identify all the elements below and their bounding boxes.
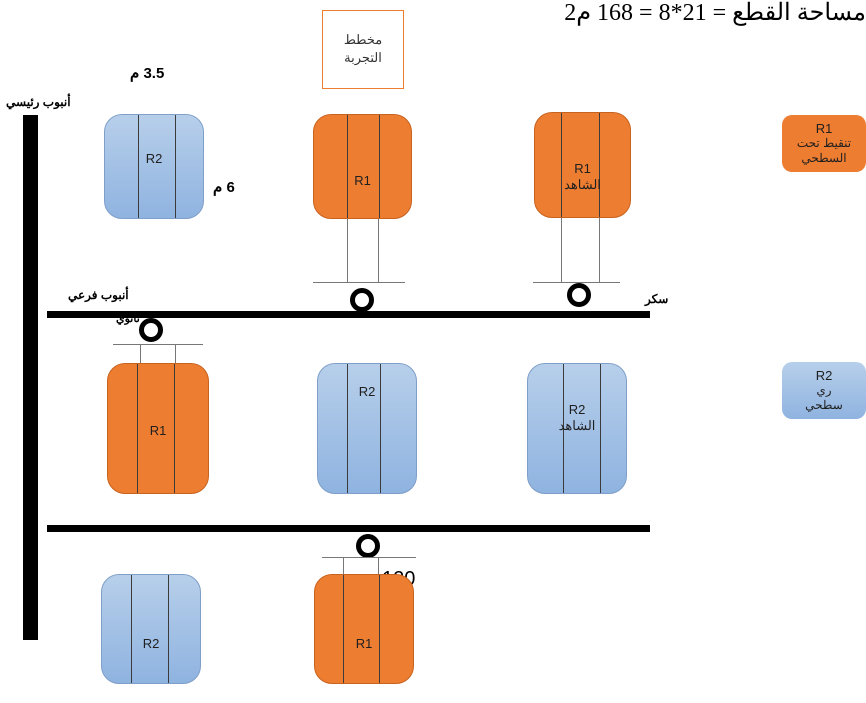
plot-divider: [561, 113, 562, 217]
plot-label: R2: [358, 384, 376, 399]
plot-r2-top-left: R2: [104, 114, 204, 219]
valve-icon: [139, 318, 163, 342]
plot-divider: [131, 575, 132, 683]
plot-divider: [379, 575, 380, 683]
plot-divider: [599, 113, 600, 217]
valve-icon: [567, 283, 591, 307]
valve-icon: [350, 288, 374, 312]
legend-r1: R1 تنقيط تحت السطحي: [782, 115, 866, 172]
legend-code: R1: [815, 121, 833, 136]
plot-divider: [343, 575, 344, 683]
plot-r1-control: R1 الشاهد: [534, 112, 631, 218]
plot-label: R1: [574, 161, 591, 176]
main-pipe-label: أنبوب رئيسي: [6, 95, 71, 109]
plot-divider: [175, 115, 176, 218]
plot-divider: [347, 115, 348, 218]
legend-code: R2: [815, 368, 833, 383]
area-formula: مساحة القطع = 21*8 = 168 م2: [564, 0, 866, 26]
plot-label: R1: [149, 423, 167, 438]
plot-r1-bottom-center: R1: [314, 574, 414, 684]
plot-divider: [379, 115, 380, 218]
plot-label: R1: [354, 173, 371, 188]
layout-title-box: مخطط التجربة: [322, 10, 404, 89]
plot-divider: [137, 364, 138, 493]
plot-r2-control: R2 الشاهد: [527, 363, 627, 494]
branch-pipe-1: [47, 311, 650, 318]
valve-label: سكر: [645, 292, 669, 306]
plot-divider: [563, 364, 564, 493]
plot-connector: [175, 345, 176, 365]
plot-label: R2: [145, 151, 163, 166]
branch-pipe-2: [47, 525, 650, 532]
main-pipe: [23, 115, 38, 640]
layout-title: مخطط التجربة: [343, 32, 383, 65]
legend-r2: R2 ري سطحي: [782, 362, 866, 419]
legend-desc: ري سطحي: [805, 383, 843, 412]
plot-label: R2: [568, 402, 586, 417]
plot-connector: [347, 219, 348, 283]
plot-connector-bar: [313, 282, 405, 283]
plot-length-label: 6 م: [213, 179, 235, 196]
plot-divider: [347, 364, 348, 493]
branch-pipe-fragment: ثانوي: [116, 313, 140, 325]
plot-divider: [600, 364, 601, 493]
plot-divider: [380, 364, 381, 493]
plot-r2-bottom-left: R2: [101, 574, 201, 684]
plot-connector: [140, 345, 141, 365]
plot-connector: [378, 557, 379, 577]
plot-connector-bar: [322, 557, 416, 558]
plot-connector: [599, 218, 600, 282]
plot-divider: [138, 115, 139, 218]
branch-pipe-label: أنبوب فرعي: [68, 288, 129, 302]
plot-r2-middle-center: R2: [317, 363, 417, 494]
plot-sublabel: الشاهد: [564, 177, 601, 192]
plot-width-label: 3.5 م: [130, 65, 165, 82]
plot-connector: [343, 557, 344, 577]
plot-r1-top-middle: R1: [313, 114, 412, 219]
plot-connector: [378, 219, 379, 283]
plot-r1-middle-left: R1: [107, 363, 209, 494]
plot-connector: [561, 218, 562, 282]
legend-desc: تنقيط تحت السطحي: [796, 136, 852, 165]
valve-icon: [356, 534, 380, 558]
plot-divider: [168, 575, 169, 683]
plot-label: R1: [355, 636, 373, 651]
plot-connector-bar: [113, 344, 203, 345]
plot-connector-bar: [533, 282, 620, 283]
plot-divider: [174, 364, 175, 493]
plot-sublabel: الشاهد: [558, 418, 596, 433]
plot-label: R2: [142, 636, 160, 651]
